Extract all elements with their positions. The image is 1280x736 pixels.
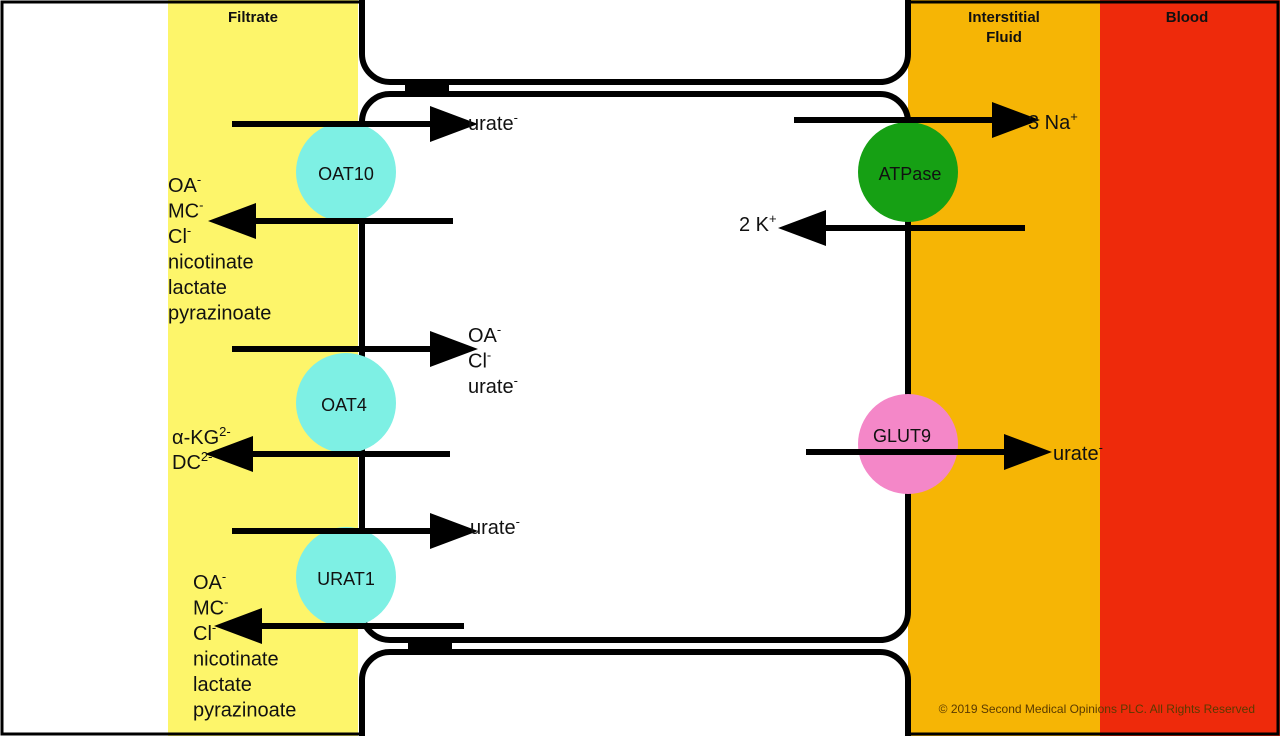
oat4-in-label-0: OA- — [468, 322, 501, 347]
oat4-label: OAT4 — [321, 395, 367, 415]
oat10-out-label-0: OA- — [168, 172, 201, 197]
atpase-in-label: 2 K+ — [739, 211, 777, 236]
glut9-label: GLUT9 — [873, 426, 931, 446]
atpase-transporter — [858, 122, 958, 222]
tight-junction-top — [405, 82, 449, 96]
oat4-out-labels: α-KG2-DC2- — [172, 424, 231, 474]
urat1-out-label-1: MC- — [193, 595, 228, 620]
urat1-out-label-4: lactate — [193, 674, 252, 696]
urat1-out-labels: OA-MC-Cl-nicotinate lactate pyrazinoate — [193, 569, 296, 722]
urat1-out-label-3: nicotinate — [193, 649, 279, 671]
interstitial-header-line1: Interstitial — [968, 9, 1040, 26]
oat4-out-label-0: α-KG2- — [172, 424, 231, 449]
urat1-out-label-2: Cl- — [193, 620, 216, 645]
upper-neighbor-cell — [359, 0, 911, 85]
oat4-in-labels: OA-Cl-urate- — [468, 322, 518, 398]
urat1-in-label: urate- — [470, 514, 520, 539]
oat10-in-label: urate- — [468, 110, 518, 135]
blood-region — [1100, 0, 1280, 736]
oat10-out-label-3: nicotinate — [168, 252, 254, 274]
oat4-in-label-2: urate- — [468, 373, 518, 398]
main-cell — [359, 91, 911, 643]
oat4-transporter — [296, 353, 396, 453]
oat10-out-label-2: Cl- — [168, 223, 191, 248]
tight-junction-bottom — [408, 640, 452, 654]
urat1-transporter — [296, 527, 396, 627]
oat10-transporter — [296, 122, 396, 222]
oat10-out-label-1: MC- — [168, 198, 203, 223]
copyright-notice: © 2019 Second Medical Opinions PLC. All … — [939, 702, 1255, 716]
lower-neighbor-cell — [359, 649, 911, 736]
oat10-out-label-5: pyrazinoate — [168, 303, 271, 325]
blood-header: Blood — [1166, 9, 1209, 26]
urat1-label: URAT1 — [317, 569, 375, 589]
oat4-in-label-1: Cl- — [468, 348, 491, 373]
glut9-transporter — [858, 394, 958, 494]
urat1-out-label-5: pyrazinoate — [193, 700, 296, 722]
atpase-label: ATPase — [879, 164, 942, 184]
filtrate-header: Filtrate — [228, 9, 278, 26]
urat1-out-label-0: OA- — [193, 569, 226, 594]
oat4-out-label-1: DC2- — [172, 449, 212, 474]
oat10-label: OAT10 — [318, 164, 374, 184]
oat10-out-label-4: lactate — [168, 277, 227, 299]
interstitial-header-line2: Fluid — [986, 29, 1022, 46]
glut9-out-label: urate- — [1053, 440, 1103, 465]
atpase-out-label: 3 Na+ — [1028, 109, 1078, 134]
oat10-out-labels: OA-MC-Cl-nicotinate lactate pyrazinoate — [168, 172, 271, 325]
